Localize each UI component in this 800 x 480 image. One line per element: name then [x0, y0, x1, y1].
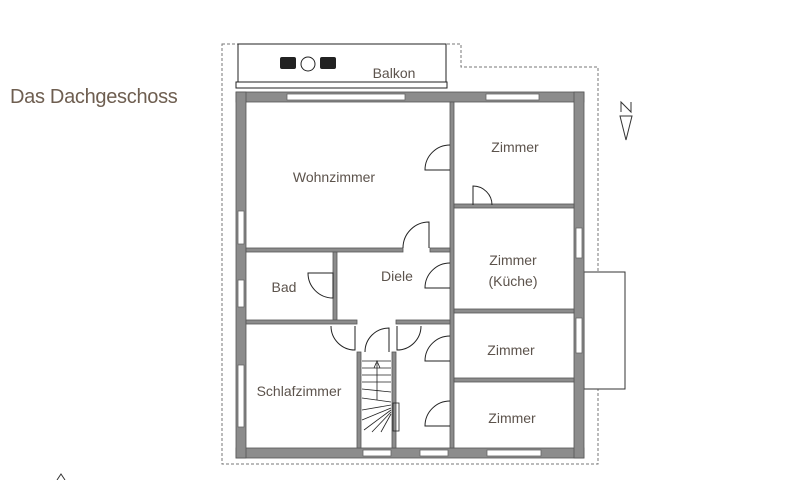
room-label-bad: Bad [272, 279, 297, 295]
balcony-edge [235, 81, 448, 89]
room-label-zimmer-1: Zimmer [491, 139, 539, 155]
section-marker-icon [56, 473, 66, 480]
north-arrow-icon [619, 100, 633, 141]
room-label-balkon: Balkon [373, 65, 416, 81]
interior-walls [245, 101, 575, 449]
bay-box [583, 271, 626, 390]
room-label-zimmer-3: Zimmer [487, 342, 535, 358]
room-label-zimmer-kueche-2: (Küche) [488, 273, 537, 289]
windows [237, 93, 583, 457]
roof-outline [221, 43, 599, 465]
staircase [361, 359, 400, 433]
room-label-diele: Diele [381, 268, 413, 284]
room-label-zimmer-kueche-1: Zimmer [489, 252, 537, 268]
outer-walls [235, 91, 585, 459]
doors [307, 144, 493, 427]
plan-title: Das Dachgeschoss [10, 86, 178, 108]
room-label-zimmer-4: Zimmer [488, 410, 536, 426]
room-label-schlafzimmer: Schlafzimmer [257, 383, 342, 399]
garden-furniture-icon [280, 56, 336, 72]
room-label-wohnzimmer: Wohnzimmer [293, 169, 376, 185]
balcony [237, 43, 447, 83]
